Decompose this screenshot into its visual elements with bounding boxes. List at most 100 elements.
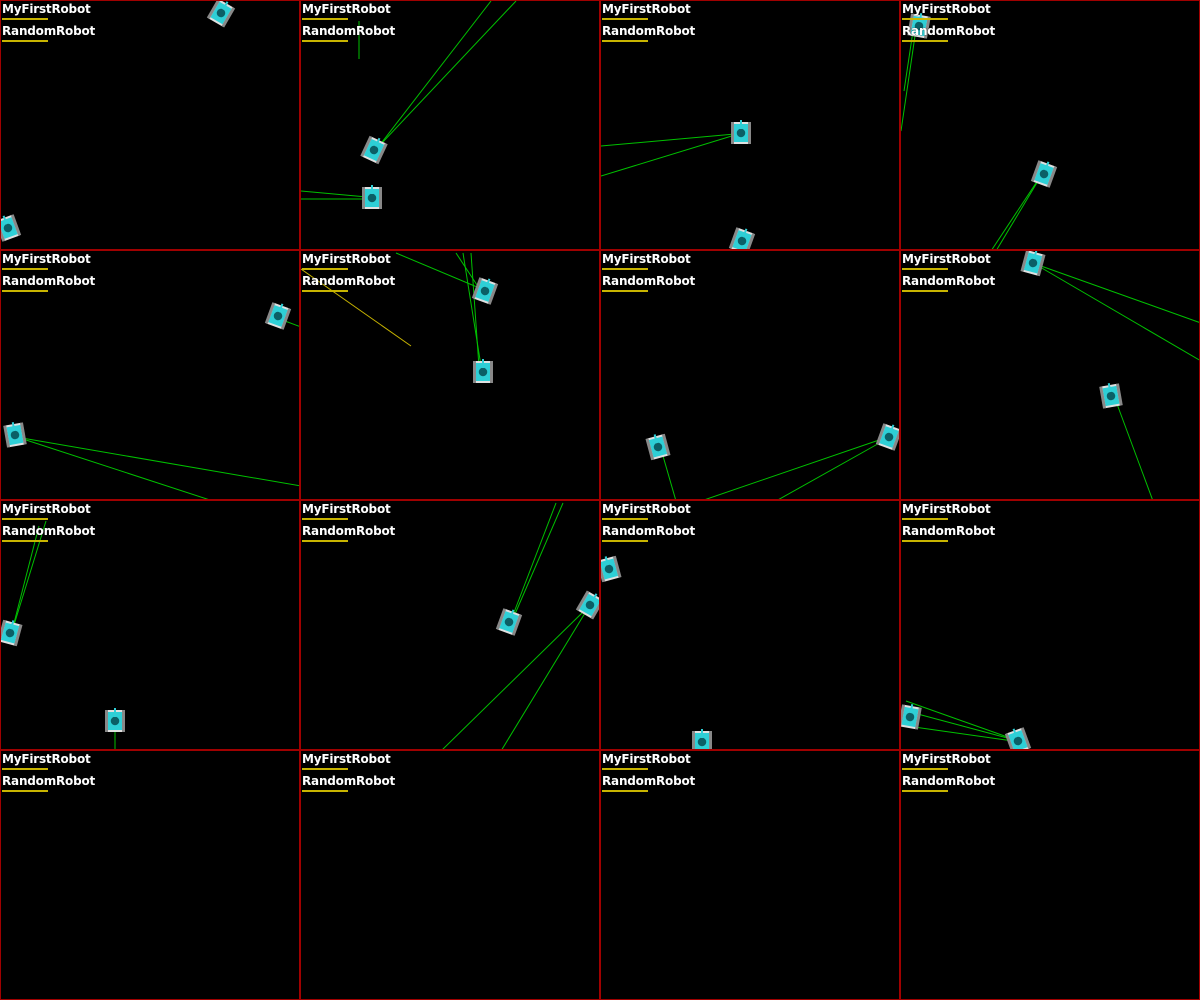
energy-bar: [2, 290, 48, 292]
robot-tank: [206, 1, 236, 28]
battlefield: [901, 700, 1032, 749]
battlefield: [901, 751, 1200, 1000]
robot-name-randomrobot: RandomRobot: [2, 774, 96, 788]
radar-scan-line: [991, 182, 1037, 249]
battlefield: [3, 302, 299, 499]
battlefield: [1, 520, 125, 749]
energy-bar: [602, 768, 648, 770]
energy-bar: [602, 518, 648, 520]
radar-scan-line: [380, 1, 517, 145]
robot-tank: [473, 359, 493, 383]
robot-tank: [360, 135, 388, 165]
robot-tank: [728, 227, 756, 249]
robot-tank: [731, 120, 751, 144]
robot-name-myfirstrobot: MyFirstRobot: [302, 2, 391, 16]
robot-name-myfirstrobot: MyFirstRobot: [302, 252, 391, 266]
energy-bar: [302, 18, 348, 20]
energy-bar: [2, 40, 48, 42]
robot-tank: [264, 302, 292, 330]
energy-bar: [2, 268, 48, 270]
energy-bar: [2, 518, 48, 520]
radar-scan-line: [1040, 265, 1199, 323]
energy-bar: [602, 268, 648, 270]
robot-tank: [471, 277, 499, 305]
robot-name-myfirstrobot: MyFirstRobot: [602, 502, 691, 516]
battlefield: [301, 252, 499, 383]
robot-tank: [3, 422, 27, 448]
robot-tank: [105, 708, 125, 732]
robot-name-myfirstrobot: MyFirstRobot: [902, 2, 991, 16]
energy-bar: [302, 290, 348, 292]
energy-bar: [2, 790, 48, 792]
radar-scan-line: [601, 133, 736, 147]
robot-tank: [601, 555, 622, 583]
radar-scan-line: [378, 1, 492, 147]
radar-scan-line: [284, 320, 299, 327]
energy-bar: [302, 768, 348, 770]
robot-name-myfirstrobot: MyFirstRobot: [2, 252, 91, 266]
robot-name-randomrobot: RandomRobot: [602, 274, 696, 288]
battlefield: [1020, 251, 1199, 499]
radar-scan-line: [996, 180, 1039, 249]
energy-bar: [302, 518, 348, 520]
robot-name-randomrobot: RandomRobot: [602, 24, 696, 38]
radar-scan-line: [12, 525, 40, 628]
battlefield: [301, 1, 517, 209]
robot-name-randomrobot: RandomRobot: [302, 24, 396, 38]
radar-scan-line: [395, 252, 478, 288]
battlefield: [1, 751, 300, 1000]
energy-bar: [602, 18, 648, 20]
battlefield: [901, 13, 1058, 249]
robot-name-myfirstrobot: MyFirstRobot: [602, 2, 691, 16]
energy-bar: [2, 768, 48, 770]
radar-scan-line: [1039, 266, 1199, 361]
radar-scan-line: [470, 252, 480, 368]
energy-bar: [602, 40, 648, 42]
radar-scan-line: [442, 611, 584, 749]
energy-bar: [2, 18, 48, 20]
robot-tank: [692, 729, 712, 749]
robot-tank: [1, 214, 22, 242]
robot-name-myfirstrobot: MyFirstRobot: [602, 252, 691, 266]
robot-name-myfirstrobot: MyFirstRobot: [2, 502, 91, 516]
robot-tank: [1, 619, 23, 647]
radar-scan-line: [905, 700, 1014, 740]
energy-bar: [902, 768, 948, 770]
energy-bar: [902, 518, 948, 520]
radar-scan-line: [705, 438, 883, 499]
radar-scan-line: [662, 455, 676, 499]
battlefield: [601, 555, 712, 749]
robot-name-randomrobot: RandomRobot: [302, 524, 396, 538]
radar-scan-line: [601, 134, 736, 177]
energy-bar: [902, 540, 948, 542]
robot-name-randomrobot: RandomRobot: [902, 274, 996, 288]
radar-scan-line: [1116, 403, 1153, 499]
robot-name-randomrobot: RandomRobot: [602, 774, 696, 788]
robot-name-myfirstrobot: MyFirstRobot: [902, 252, 991, 266]
robot-name-randomrobot: RandomRobot: [2, 24, 96, 38]
radar-scan-line: [512, 502, 557, 616]
robot-tank: [1020, 251, 1046, 277]
robot-tank: [645, 433, 671, 461]
energy-bar: [302, 540, 348, 542]
robot-name-myfirstrobot: MyFirstRobot: [902, 752, 991, 766]
robot-tank: [362, 185, 382, 209]
robot-tank: [1004, 727, 1032, 749]
